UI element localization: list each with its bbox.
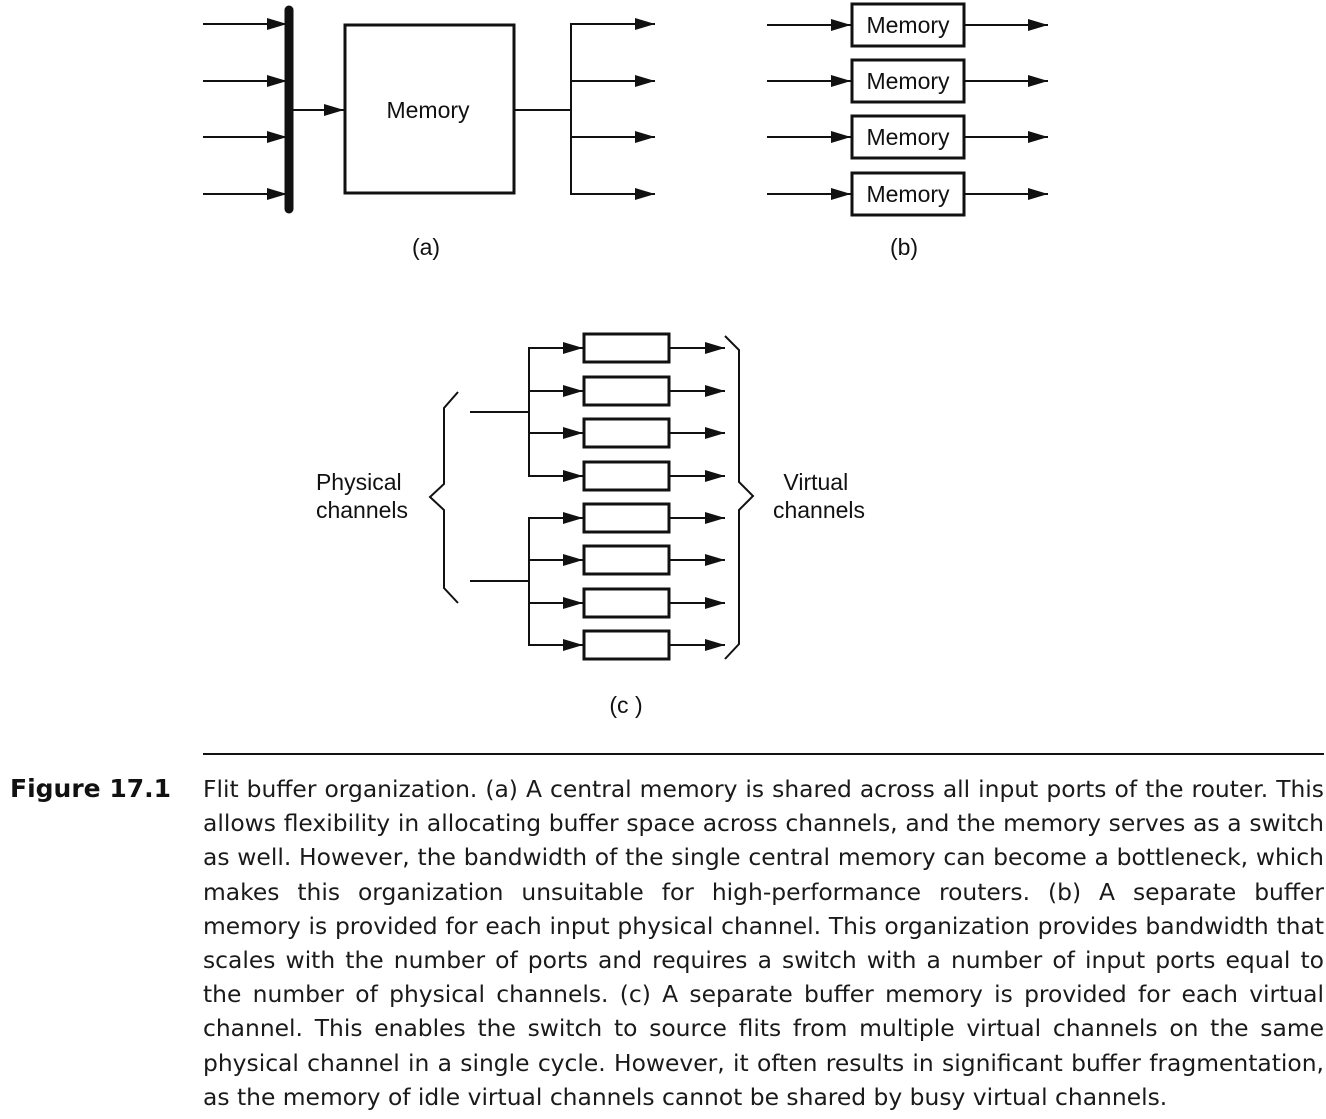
physical-channels-brace <box>428 391 459 604</box>
panel-b-caption: (b) <box>890 234 918 260</box>
virtual-channel-buffer <box>528 417 725 449</box>
panel-a: Memory (a) <box>203 5 655 260</box>
buffer-box <box>582 629 671 661</box>
virtual-channels-brace <box>724 335 755 660</box>
buffer-box <box>582 544 671 576</box>
virtual-channel-buffer <box>528 629 725 661</box>
buffer-box <box>582 502 671 534</box>
panel-a-output-fanout <box>514 18 655 200</box>
physical-channel-group <box>470 518 530 645</box>
virtual-channel-buffer <box>528 587 725 619</box>
panel-c-caption: (c ) <box>609 692 642 718</box>
channel-memory-label: Memory <box>866 181 950 207</box>
caption-rule <box>203 753 1324 755</box>
panel-c: Physical channels <box>316 332 865 718</box>
panel-b: Memory Memory Memory Memory (b) <box>767 2 1048 260</box>
figure-number: Figure 17.1 <box>10 774 172 803</box>
channel-memory-row: Memory <box>767 2 1048 48</box>
buffer-box <box>582 460 671 492</box>
buffer-box <box>582 375 671 407</box>
channel-memory-label: Memory <box>866 124 950 150</box>
virtual-channel-buffers <box>528 332 725 661</box>
buffer-box <box>582 332 671 364</box>
channel-memory-row: Memory <box>767 114 1048 160</box>
virtual-channel-buffer <box>528 460 725 492</box>
virtual-channel-buffer <box>528 502 725 534</box>
central-memory-box <box>343 23 516 195</box>
virtual-channel-buffer <box>528 375 725 407</box>
panel-a-caption: (a) <box>412 234 440 260</box>
buffer-box <box>582 417 671 449</box>
figure-caption: Flit buffer organization. (a) A central … <box>203 775 1324 1111</box>
channel-memory-box <box>850 114 966 160</box>
channel-memory-box <box>850 171 966 217</box>
channel-memory-row: Memory <box>767 171 1048 217</box>
panel-a-input-arrows <box>203 18 287 200</box>
virtual-channels-label: Virtual channels <box>773 469 865 523</box>
channel-memory-label: Memory <box>866 68 950 94</box>
channel-memory-label: Memory <box>866 12 950 38</box>
physical-channels-label: Physical channels <box>316 469 408 523</box>
physical-channel-group <box>470 348 530 476</box>
channel-memory-box <box>850 58 966 104</box>
virtual-channel-buffer <box>528 544 725 576</box>
channel-memory-box <box>850 2 966 48</box>
flit-buffer-diagram: Memory (a) Memory Memory Memory <box>203 2 1048 718</box>
channel-memory-row: Memory <box>767 58 1048 104</box>
virtual-channel-buffer <box>528 332 725 364</box>
buffer-box <box>582 587 671 619</box>
central-memory-label: Memory <box>386 97 470 123</box>
